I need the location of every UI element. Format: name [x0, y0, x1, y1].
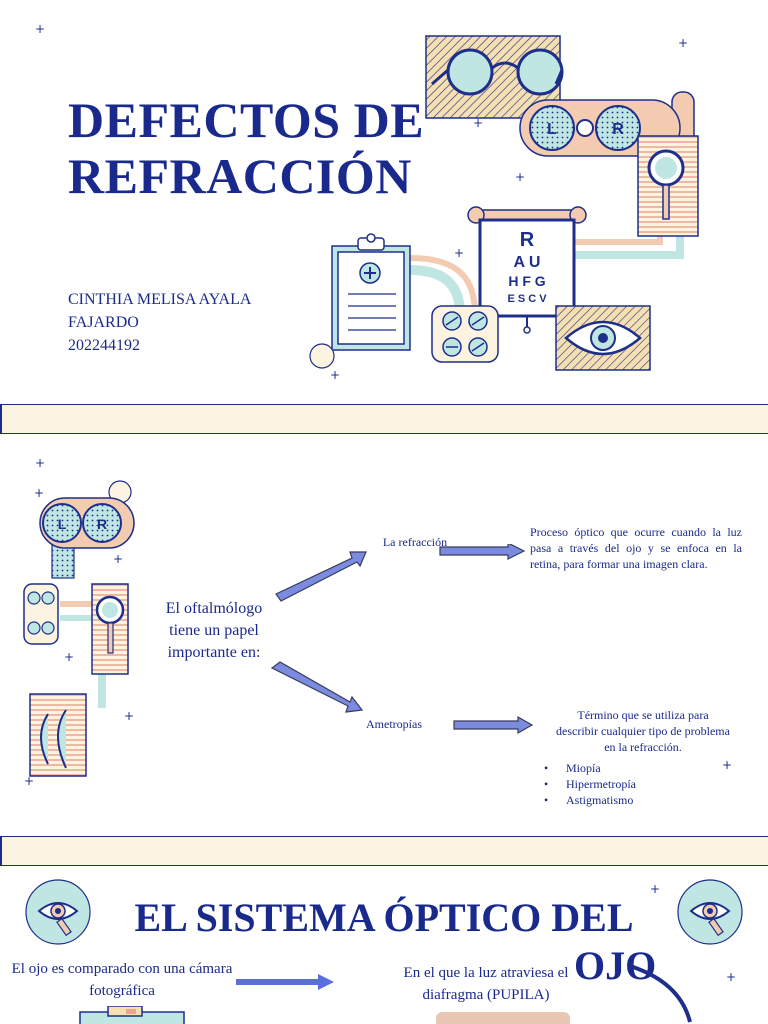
ametropias-label: Ametropías	[366, 717, 422, 731]
ametropias-list: Miopía Hipermetropía Astigmatismo	[540, 760, 636, 808]
slide-separator	[0, 404, 768, 434]
sparkle-icon: +	[34, 486, 45, 500]
sparkle-icon: +	[64, 650, 75, 664]
magnifier-icon	[637, 135, 699, 237]
curve-decoration	[629, 964, 692, 1023]
sparkle-icon: +	[454, 246, 465, 260]
ametropias-description: Término que se utiliza para describir cu…	[556, 708, 730, 754]
author-block: CINTHIA MELISA AYALA FAJARDO 202244192	[68, 288, 251, 357]
svg-text:A U: A U	[514, 254, 541, 271]
page-title: DEFECTOS DE REFRACCIÓN	[68, 92, 424, 204]
author-name-2: FAJARDO	[68, 314, 139, 331]
ophthalmology-side-illustration: L R	[23, 480, 135, 777]
list-item: Miopía	[540, 760, 636, 776]
eye-exam-icon	[677, 879, 743, 945]
role-heading: El oftalmólogo tiene un papel importante…	[165, 600, 263, 661]
sparkle-icon: +	[678, 36, 689, 50]
pills-icon	[431, 305, 499, 363]
binocular-icon: L R	[39, 497, 135, 579]
sparkle-icon: +	[726, 970, 737, 984]
svg-text:H F G: H F G	[508, 273, 545, 289]
sparkle-icon: +	[113, 552, 124, 566]
slide-optical-system: + + EL SISTEMA ÓPTICO DEL OJO El ojo es …	[0, 866, 768, 1024]
slide-separator	[0, 836, 768, 866]
title-line-1: DEFECTOS DE	[68, 92, 425, 148]
svg-text:R: R	[97, 516, 107, 532]
sparkle-icon: +	[35, 22, 46, 36]
binocular-icon: L R	[519, 91, 695, 157]
sparkle-icon: +	[515, 170, 526, 184]
magnifier-icon	[91, 583, 129, 675]
camera-comparison-text: El ojo es comparado con una cámara fotog…	[11, 961, 233, 999]
svg-text:E S C V: E S C V	[507, 293, 547, 305]
slide-title: DEFECTOS DE REFRACCIÓN CINTHIA MELISA AY…	[0, 0, 768, 404]
svg-text:R: R	[520, 229, 535, 251]
arrow-icon	[270, 544, 534, 735]
refraction-description: Proceso óptico que ocurre cuando la luz …	[530, 525, 742, 571]
sparkle-icon: +	[473, 116, 484, 130]
eye-icon	[555, 305, 651, 371]
eye-exam-icon	[25, 879, 91, 945]
sparkle-icon: +	[35, 456, 46, 470]
sparkle-icon: +	[24, 774, 35, 788]
ophthalmology-illustration: L R R A U H F G E S C V	[309, 35, 699, 371]
eye-chart-icon: R A U H F G E S C V	[467, 206, 587, 334]
camera-icon	[79, 1006, 185, 1024]
refraction-label: La refracción	[382, 535, 448, 549]
svg-text:R: R	[612, 121, 624, 138]
contact-lens-icon	[29, 693, 87, 777]
sparkle-icon: +	[650, 882, 661, 896]
clipboard-icon	[331, 233, 411, 351]
sparkle-icon: +	[722, 758, 733, 772]
section-title: EL SISTEMA ÓPTICO DEL	[134, 895, 634, 940]
section-title-continued: OJO	[574, 943, 657, 988]
svg-text:L: L	[58, 516, 67, 532]
sparkle-icon: +	[330, 368, 341, 382]
arrow-icon	[236, 974, 334, 990]
slide-ophthalmologist-role: + + + + + + + L	[0, 434, 768, 836]
title-line-2: REFRACCIÓN	[68, 148, 412, 204]
pupil-text: En el que la luz atraviesa el diafragma …	[403, 965, 569, 1003]
sparkle-icon: +	[124, 709, 135, 723]
pills-icon	[23, 583, 59, 645]
glasses-icon	[425, 35, 564, 119]
list-item: Astigmatismo	[540, 792, 636, 808]
author-name-1: CINTHIA MELISA AYALA	[68, 291, 252, 308]
svg-text:L: L	[547, 121, 557, 138]
eye-photo	[436, 1012, 570, 1024]
flow-arrows	[270, 544, 534, 735]
list-item: Hipermetropía	[540, 776, 636, 792]
author-id: 202244192	[68, 337, 140, 354]
